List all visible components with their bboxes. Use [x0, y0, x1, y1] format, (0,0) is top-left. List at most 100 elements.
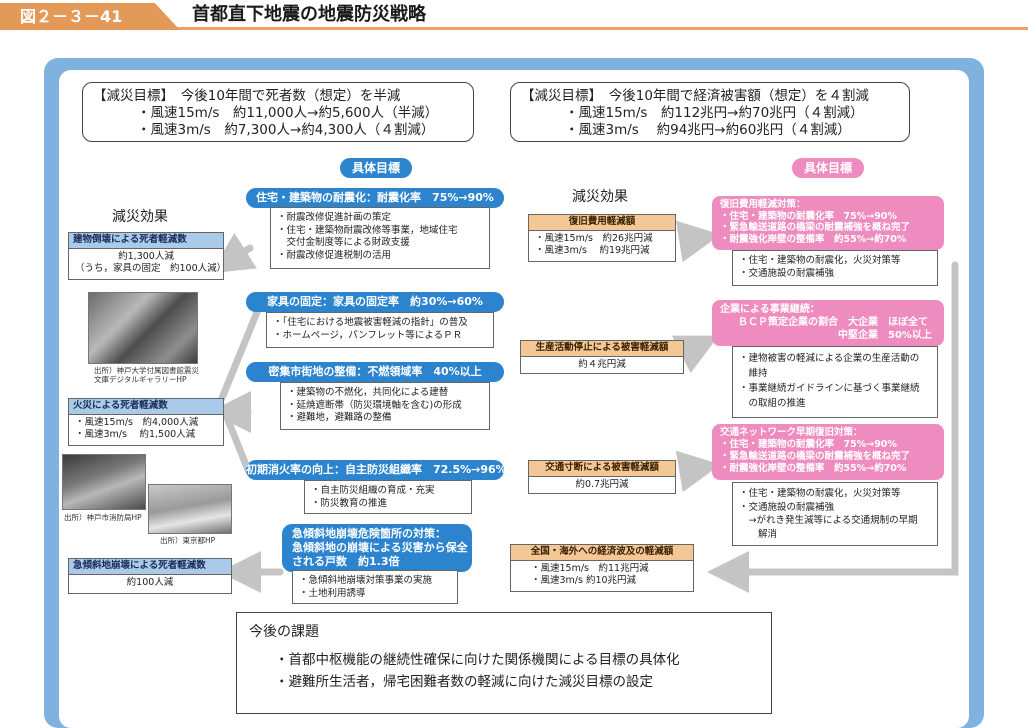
goal-line: ・風速15m/s 約11,000人→約5,600人（半減）: [93, 105, 463, 122]
effect-value: ・風速3m/s 約19兆円減: [535, 245, 669, 258]
goal-box-deaths: 【減災目標】 今後10年間で死者数（想定）を半減 ・風速15m/s 約11,00…: [82, 82, 474, 142]
right-goal-recovery-detail: ・住宅・建築物の耐震化，火災対策等 ・交通施設の耐震補強: [732, 250, 938, 286]
collapsed-building-photo: [88, 292, 198, 364]
detail-item: ・耐震改修促進税制の活用: [277, 250, 483, 263]
detail-item: ・自主防災組織の育成・充実: [311, 485, 465, 498]
effect-title: 交通寸断による被害軽減額: [529, 461, 675, 477]
detail-item: 交付金制度等による財政支援: [277, 237, 483, 250]
slope-title-line: 急傾斜地の崩壊による災害から保全: [292, 541, 472, 555]
effect-value: ・風速3m/s 約1,500人減: [75, 429, 217, 442]
effect-economic-ripple: 全国・海外への経済波及の軽減額 ・風速15m/s 約11兆円減 ・風速3m/s …: [510, 544, 694, 592]
detail-item: ・ホームページ，パンフレット等によるＰＲ: [273, 330, 487, 343]
right-goal-recovery: 復旧費用軽減対策： ・住宅・建築物の耐震化率 75%→90% ・緊急輸送道路の橋…: [712, 196, 944, 250]
middle-goal-detail-extinguish: ・自主防災組織の育成・充実 ・防災教育の推進: [304, 480, 472, 514]
detail-item: ・交通施設の耐震補強: [739, 268, 931, 281]
pink-line: ・住宅・建築物の耐震化率 75%→90%: [720, 439, 936, 451]
fire-damage-photo: [62, 454, 146, 510]
effect-label-left: 減災効果: [112, 206, 168, 226]
slope-title-line: される戸数 約1.3倍: [292, 555, 472, 569]
photo-credit-kobe-univ: 出所）神戸大学付属図書館震災 文庫デジタルギャラリーHP: [94, 366, 199, 384]
goal-box-economic: 【減災目標】 今後10年間で経済被害額（想定）を４割減 ・風速15m/s 約11…: [510, 82, 910, 142]
right-goal-traffic-detail: ・住宅・建築物の耐震化，火災対策等 ・交通施設の耐震補強 →がれき発生減等による…: [732, 482, 938, 546]
detail-item: ・急傾斜地崩壊対策事業の実施: [299, 575, 451, 588]
effect-value: ・風速15m/s 約11兆円減: [531, 563, 687, 576]
issue-item: ・首都中枢機能の継続性確保に向けた関係機関による目標の具体化: [249, 649, 759, 671]
goal-line: ・風速3m/s 約94兆円→約60兆円（４割減）: [521, 122, 899, 139]
specific-goal-label-right: 具体目標: [792, 158, 864, 178]
detail-item: ・交通施設の耐震補強: [739, 501, 931, 515]
arrow-right-3: [688, 468, 700, 470]
disaster-drill-photo: [148, 484, 232, 534]
effect-traffic-loss: 交通寸断による被害軽減額 約0.7兆円減: [528, 460, 676, 494]
detail-item: ・事業継続ガイドラインに基づく事業継続: [739, 381, 931, 396]
detail-item: ・住宅・建築物の耐震化，火災対策等: [739, 487, 931, 501]
effect-title: 全国・海外への経済波及の軽減額: [511, 545, 693, 561]
pink-line: ・緊急輸送道路の橋梁の耐震補強を概ね完了: [720, 222, 936, 234]
arrow-right-2: [690, 345, 700, 350]
pink-line: ・緊急輸送道路の橋梁の耐震補強を概ね完了: [720, 451, 936, 463]
detail-item: ・土地利用誘導: [299, 588, 451, 601]
effect-title: 建物倒壊による死者軽減数: [69, 233, 223, 249]
goal-line: ・風速15m/s 約112兆円→約70兆円（４割減）: [521, 105, 899, 122]
future-issues-box: 今後の課題 ・首都中枢機能の継続性確保に向けた関係機関による目標の具体化 ・避難…: [236, 612, 772, 714]
middle-goal-detail-dense-area: ・建築物の不燃化，共同化による建替 ・延焼遮断帯（防災環境軸を含む)の形成 ・避…: [280, 382, 490, 430]
right-goal-traffic: 交通ネットワーク早期復旧対策： ・住宅・建築物の耐震化率 75%→90% ・緊急…: [712, 424, 944, 480]
detail-item: ・建物被害の軽減による企業の生産活動の: [739, 351, 931, 366]
effect-fire-deaths: 火災による死者軽減数 ・風速15m/s 約4,000人減 ・風速3m/s 約1,…: [68, 398, 224, 446]
middle-goal-detail-seismic: ・耐震改修促進計画の策定 ・住宅・建築物耐震改修等事業，地域住宅 交付金制度等に…: [270, 207, 490, 269]
detail-item: の取組の推進: [739, 396, 931, 411]
middle-goal-title-extinguish: 初期消火率の向上：自主防災組織率 72.5%→96%: [246, 460, 504, 480]
credit-line: 出所）神戸大学付属図書館震災: [94, 366, 199, 375]
effect-value: 約0.7兆円減: [535, 479, 669, 492]
effect-title: 生産活動停止による被害軽減額: [521, 341, 683, 357]
goal-title: 【減災目標】 今後10年間で経済被害額（想定）を４割減: [521, 88, 899, 105]
detail-item: ・避難地，避難路の整備: [287, 412, 483, 425]
effect-title: 火災による死者軽減数: [69, 399, 223, 415]
effect-slope-deaths: 急傾斜地崩壊による死者軽減数 約100人減: [68, 558, 232, 594]
detail-item: ・「住宅における地震被害軽減の指針」の普及: [273, 317, 487, 330]
middle-goal-title-seismic: 住宅・建築物の耐震化：耐震化率 75%→90%: [246, 188, 504, 208]
middle-goal-detail-slope: ・急傾斜地崩壊対策事業の実施 ・土地利用誘導: [292, 570, 458, 604]
issues-title: 今後の課題: [249, 621, 759, 641]
credit-line: 文庫デジタルギャラリーHP: [94, 375, 199, 384]
detail-item: 維持: [739, 366, 931, 381]
pink-line: ・耐震強化岸壁の整備率 約55%→約70%: [720, 463, 936, 475]
pink-line: ・住宅・建築物の耐震化率 75%→90%: [720, 211, 936, 223]
effect-production-loss: 生産活動停止による被害軽減額 約４兆円減: [520, 340, 684, 374]
effect-collapse-deaths: 建物倒壊による死者軽減数 約1,300人減 （うち，家具の固定 約100人減）: [68, 232, 224, 280]
pink-line: ＢＣＰ策定企業の割合 大企業 ほぼ全て: [720, 316, 936, 329]
effect-label-right: 減災効果: [572, 186, 628, 206]
effect-value: （うち，家具の固定 約100人減）: [75, 263, 217, 276]
right-goal-bcp-detail: ・建物被害の軽減による企業の生産活動の 維持 ・事業継続ガイドラインに基づく事業…: [732, 346, 938, 418]
goal-title: 【減災目標】 今後10年間で死者数（想定）を半減: [93, 88, 463, 105]
effect-value: 約100人減: [75, 577, 225, 590]
middle-goal-detail-furniture: ・「住宅における地震被害軽減の指針」の普及 ・ホームページ，パンフレット等による…: [266, 312, 494, 348]
effect-title: 復旧費用軽減額: [529, 215, 675, 231]
arrow-extinguish-to-fire: [228, 420, 248, 470]
detail-item: ・住宅・建築物耐震改修等事業，地域住宅: [277, 225, 483, 238]
pink-line: ・耐震強化岸壁の整備率 約55%→約70%: [720, 234, 936, 246]
pink-line: 復旧費用軽減対策：: [720, 199, 936, 211]
middle-goal-title-slope: 急傾斜地崩壊危険箇所の対策： 急傾斜地の崩壊による災害から保全 される戸数 約1…: [282, 524, 472, 572]
detail-item: ・建築物の不燃化，共同化による建替: [287, 387, 483, 400]
effect-value: 約４兆円減: [527, 359, 677, 372]
middle-goal-title-dense-area: 密集市街地の整備：不燃領域率 40%以上: [246, 362, 504, 382]
detail-item: 解消: [739, 528, 931, 542]
effect-value: ・風速15m/s 約4,000人減: [75, 417, 217, 430]
effect-recovery-cost: 復旧費用軽減額 ・風速15m/s 約26兆円減 ・風速3m/s 約19兆円減: [528, 214, 676, 262]
specific-goal-label-left: 具体目標: [340, 158, 412, 178]
photo-credit-kobe-fire: 出所）神戸市消防局HP: [64, 513, 142, 522]
arrow-right-1: [688, 238, 700, 240]
pink-line: 企業による事業継続：: [720, 303, 936, 316]
right-goal-bcp: 企業による事業継続： ＢＣＰ策定企業の割合 大企業 ほぼ全て 中堅企業 50%以…: [712, 300, 944, 346]
arrow-seismic-to-collapse: [228, 248, 250, 262]
slope-title-line: 急傾斜地崩壊危険箇所の対策：: [292, 527, 472, 541]
pink-line: 中堅企業 50%以上: [720, 329, 936, 342]
effect-value: ・風速3m/s 約10兆円減: [531, 575, 687, 588]
effect-title: 急傾斜地崩壊による死者軽減数: [69, 559, 231, 575]
pink-line: 交通ネットワーク早期復旧対策：: [720, 427, 936, 439]
goal-line: ・風速3m/s 約7,300人→約4,300人（４割減）: [93, 122, 463, 139]
photo-credit-tokyo: 出所）東京都HP: [160, 536, 215, 545]
issue-item: ・避難所生活者，帰宅困難者数の軽減に向けた減災目標の設定: [249, 671, 759, 693]
detail-item: ・耐震改修促進計画の策定: [277, 212, 483, 225]
